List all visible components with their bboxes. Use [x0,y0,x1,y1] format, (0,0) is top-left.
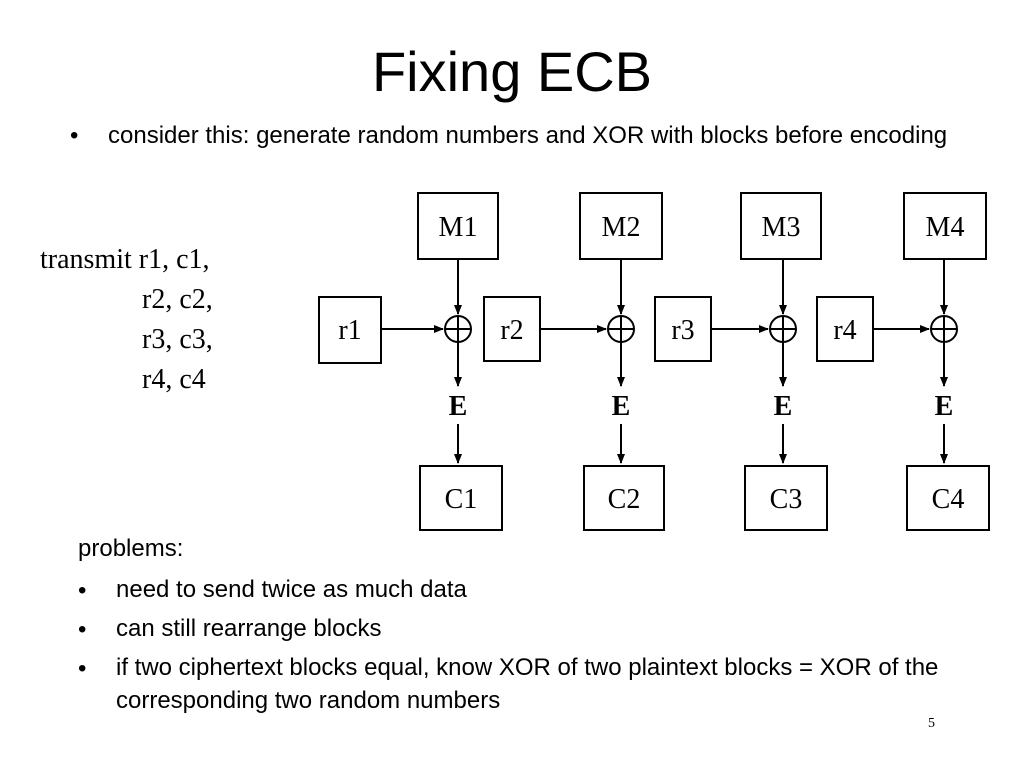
c3-box [744,465,828,531]
bullet-marker: • [78,577,87,604]
bullet-marker: • [70,122,79,149]
slide-title: Fixing ECB [371,40,653,103]
bullet-marker: • [78,616,87,643]
c2-box [583,465,665,531]
problem-text: need to send twice as much data [116,576,467,603]
transmit-list: transmit r1, c1, r2, c2, r3, c3, r4, c4 [40,240,213,400]
c3-label: C3 [770,484,803,515]
transmit-line-3: r3, c3, [142,324,213,355]
transmit-line-2: r2, c2, [142,284,213,315]
m2-label: M2 [602,212,641,243]
problem-text: if two ciphertext blocks equal, know XOR… [116,654,939,714]
c1-label: C1 [445,484,478,515]
m3-label: M3 [762,212,801,243]
transmit-line-1: transmit r1, c1, [40,244,210,275]
r2-label: r2 [500,315,523,346]
transmit-line-4: r4, c4 [142,364,206,395]
bullet-marker: • [78,655,87,682]
list-item: • can still rearrange blocks [78,612,958,645]
encrypt-label-4: E [935,391,954,422]
encrypt-label-2: E [612,391,631,422]
c1-box [419,465,503,531]
page-number: 5 [928,716,935,731]
encrypt-label-3: E [774,391,793,422]
c4-box [906,465,990,531]
list-item: • if two ciphertext blocks equal, know X… [78,651,958,717]
encrypt-label-1: E [449,391,468,422]
problems-heading: problems: [78,535,184,562]
c2-label: C2 [608,484,641,515]
problem-text: can still rearrange blocks [116,615,382,642]
m4-label: M4 [926,212,965,243]
r1-label: r1 [338,315,361,346]
intro-bullet-text: consider this: generate random numbers a… [108,122,948,149]
problems-section: problems: • need to send twice as much d… [78,531,958,717]
m3-box [740,192,822,260]
list-item: • need to send twice as much data [78,573,958,606]
r3-label: r3 [671,315,694,346]
r4-label: r4 [833,315,856,346]
c4-label: C4 [932,484,965,515]
m1-label: M1 [439,212,478,243]
